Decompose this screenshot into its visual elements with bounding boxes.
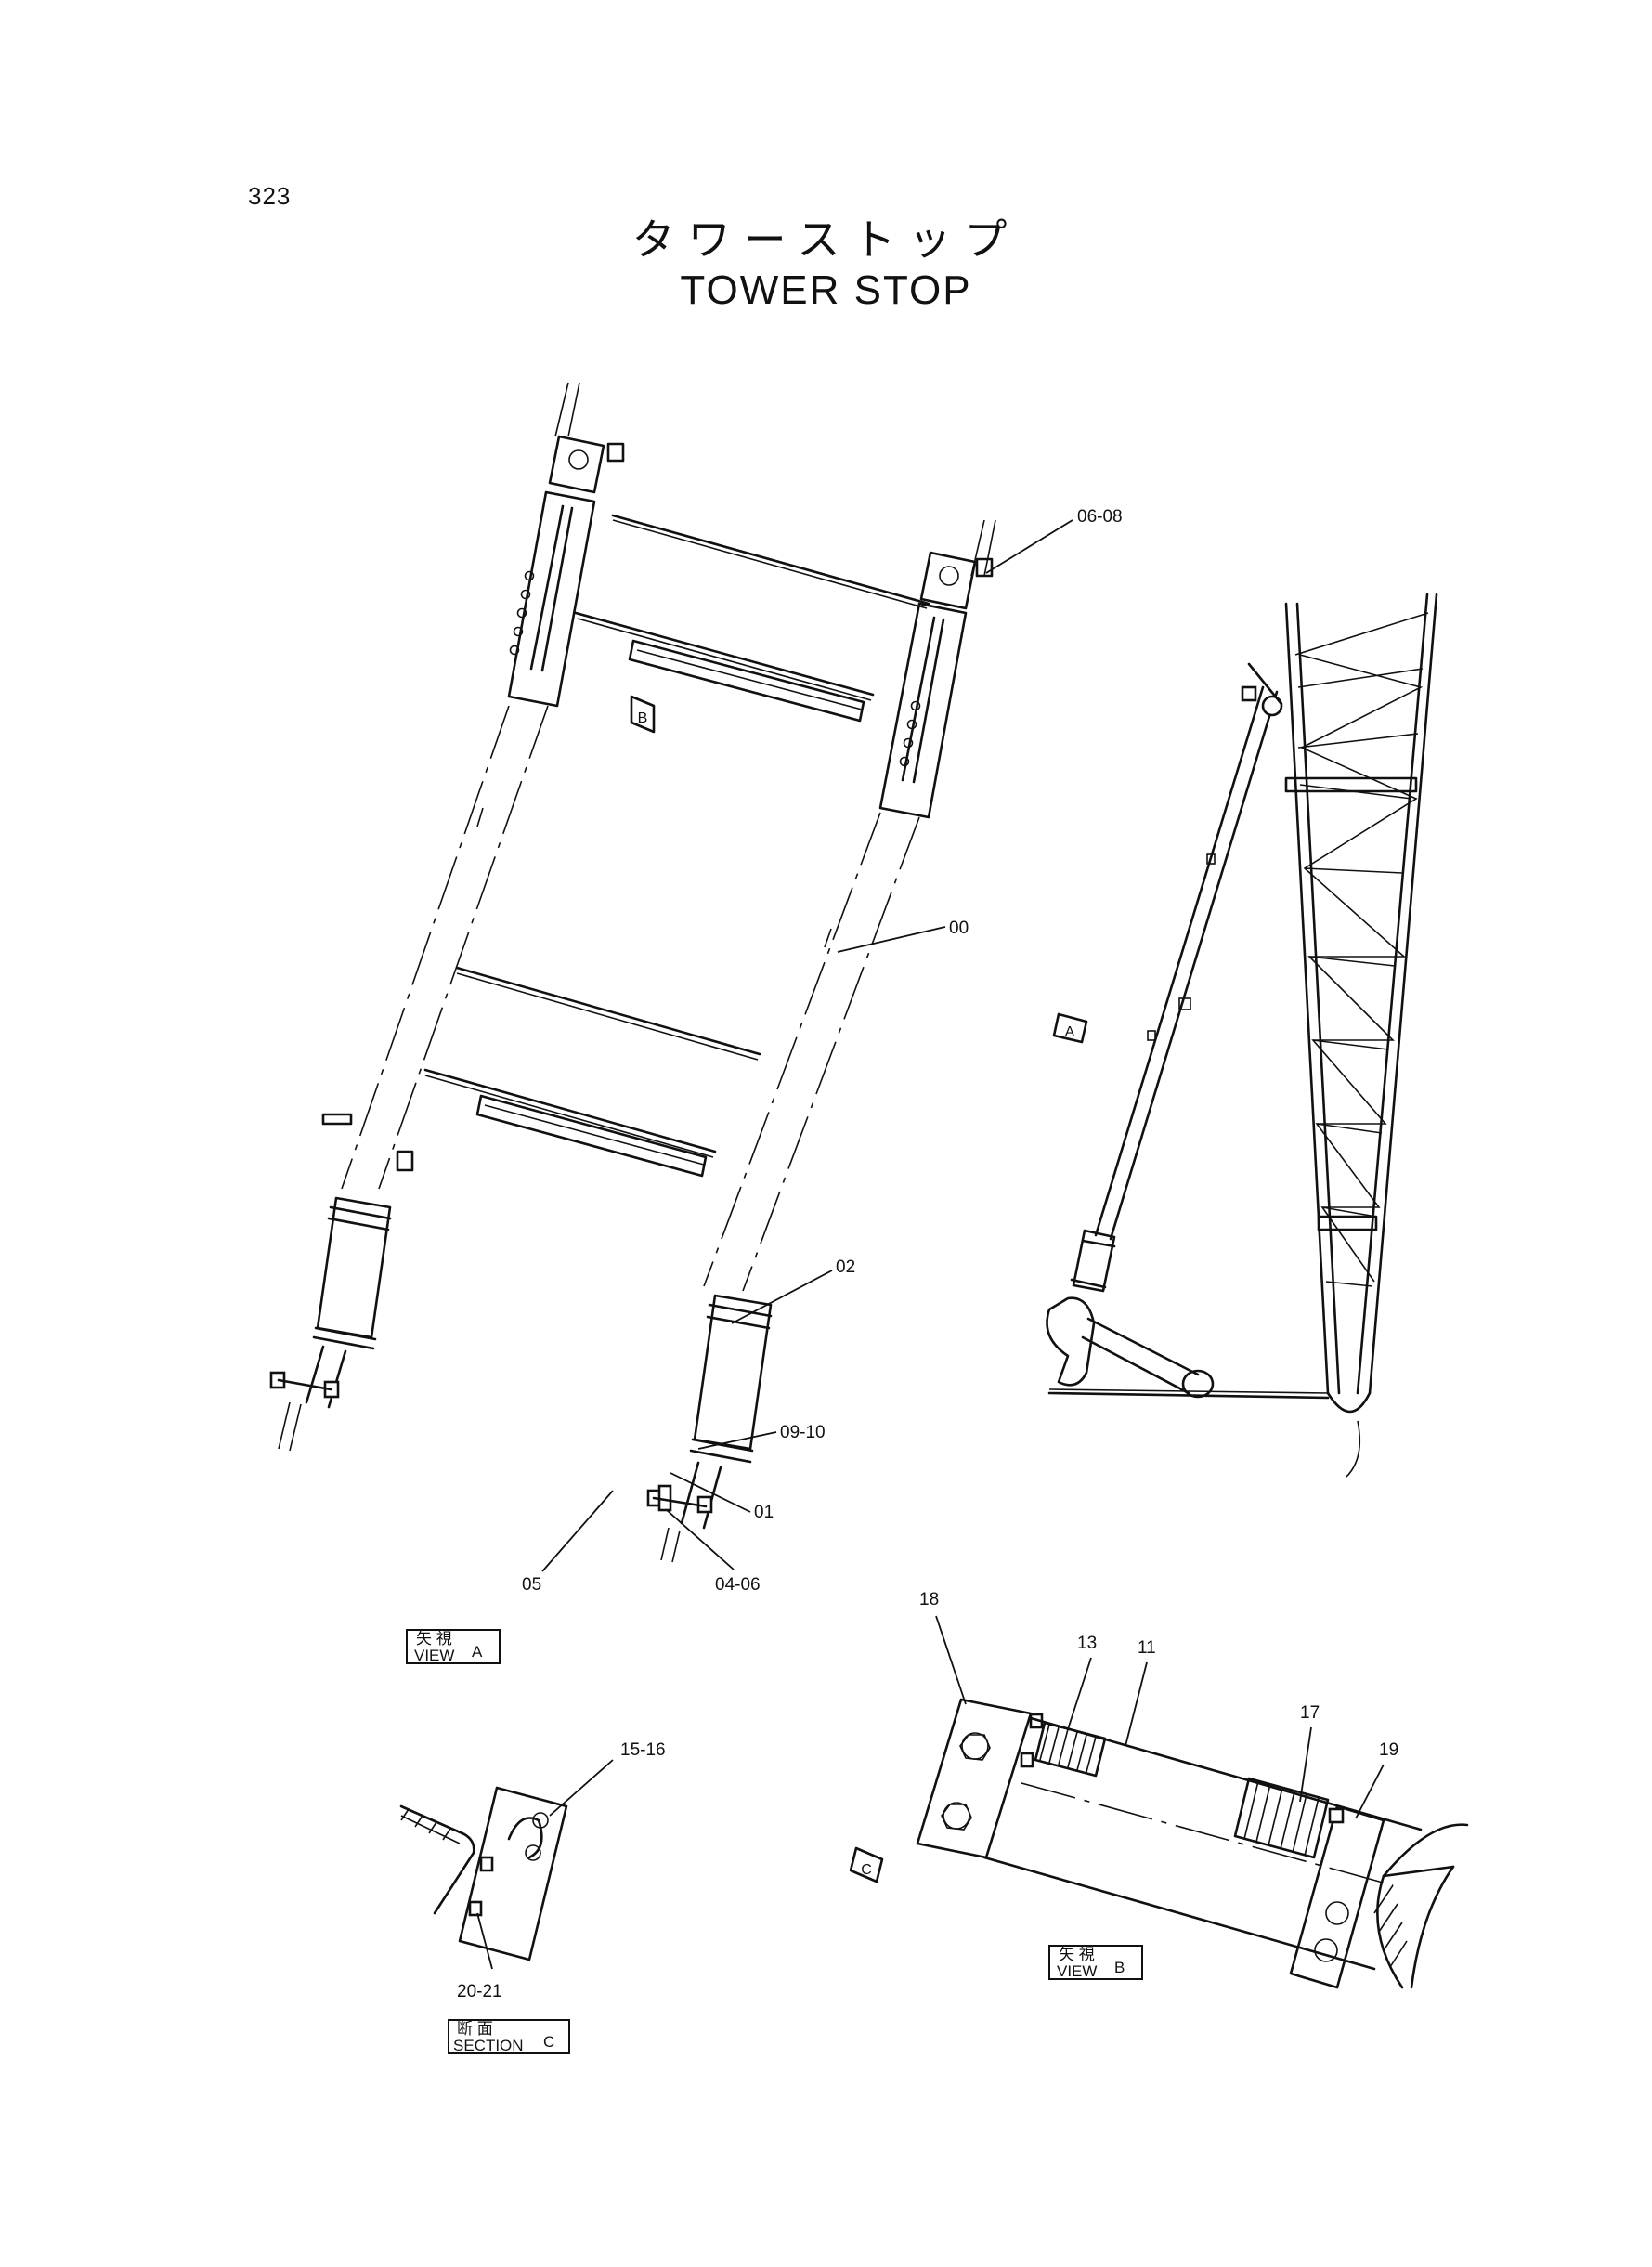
- callouts-view-a: 06-08 00 02 09-10 01 05 04-06: [522, 507, 1123, 1595]
- svg-text:矢 視: 矢 視: [1059, 1946, 1095, 1963]
- label-view-b: 矢 視 VIEW B: [1048, 1945, 1143, 1980]
- assembly-view-a: B 06-08 00 02 09-10 01 05 04-06: [269, 382, 1123, 1595]
- svg-text:矢 視: 矢 視: [416, 1630, 452, 1648]
- callout-04-06: 04-06: [715, 1575, 761, 1595]
- label-view-a: 矢 視 VIEW A: [406, 1629, 501, 1664]
- title-japanese: タワーストップ: [631, 215, 1021, 265]
- detail-section-c: 15-16 20-21: [399, 1740, 666, 2001]
- callout-09-10: 09-10: [780, 1423, 826, 1442]
- callout-19: 19: [1379, 1740, 1398, 1760]
- callout-13: 13: [1077, 1634, 1097, 1653]
- callout-02: 02: [836, 1257, 855, 1277]
- detail-view-b: 18 13 11 17 19: [916, 1590, 1469, 1989]
- left-top-bracket: [507, 435, 625, 708]
- svg-text:A: A: [1065, 1024, 1075, 1040]
- title-english: TOWER STOP: [680, 267, 972, 313]
- svg-text:B: B: [1114, 1959, 1125, 1976]
- page-number: 323: [248, 182, 292, 210]
- callout-11: 11: [1138, 1638, 1156, 1658]
- callout-15-16: 15-16: [620, 1740, 666, 1760]
- tower-side-view: A: [1046, 593, 1438, 1478]
- svg-text:A: A: [472, 1643, 483, 1661]
- svg-text:C: C: [861, 1862, 872, 1878]
- callout-18: 18: [919, 1590, 939, 1609]
- left-stop-tube: [269, 705, 549, 1452]
- right-top-bracket: [878, 551, 994, 819]
- svg-text:断 面: 断 面: [457, 2020, 493, 2038]
- svg-text:B: B: [638, 710, 648, 726]
- view-b-marker: B: [630, 695, 656, 734]
- svg-text:C: C: [543, 2033, 554, 2051]
- label-section-c: 断 面 SECTION C: [448, 2019, 570, 2054]
- svg-text:SECTION: SECTION: [453, 2037, 524, 2054]
- callout-01: 01: [754, 1503, 774, 1522]
- svg-text:VIEW: VIEW: [414, 1647, 454, 1664]
- view-a-marker: A: [1052, 1012, 1088, 1044]
- callout-00: 00: [949, 919, 969, 938]
- callout-20-21: 20-21: [457, 1982, 502, 2001]
- callout-17: 17: [1300, 1703, 1320, 1723]
- right-stop-tube: [646, 812, 920, 1563]
- svg-text:VIEW: VIEW: [1057, 1962, 1097, 1980]
- cross-members: [423, 514, 930, 1178]
- callout-06-08: 06-08: [1077, 507, 1123, 527]
- view-c-marker: C: [849, 1846, 884, 1883]
- callout-05: 05: [522, 1575, 541, 1595]
